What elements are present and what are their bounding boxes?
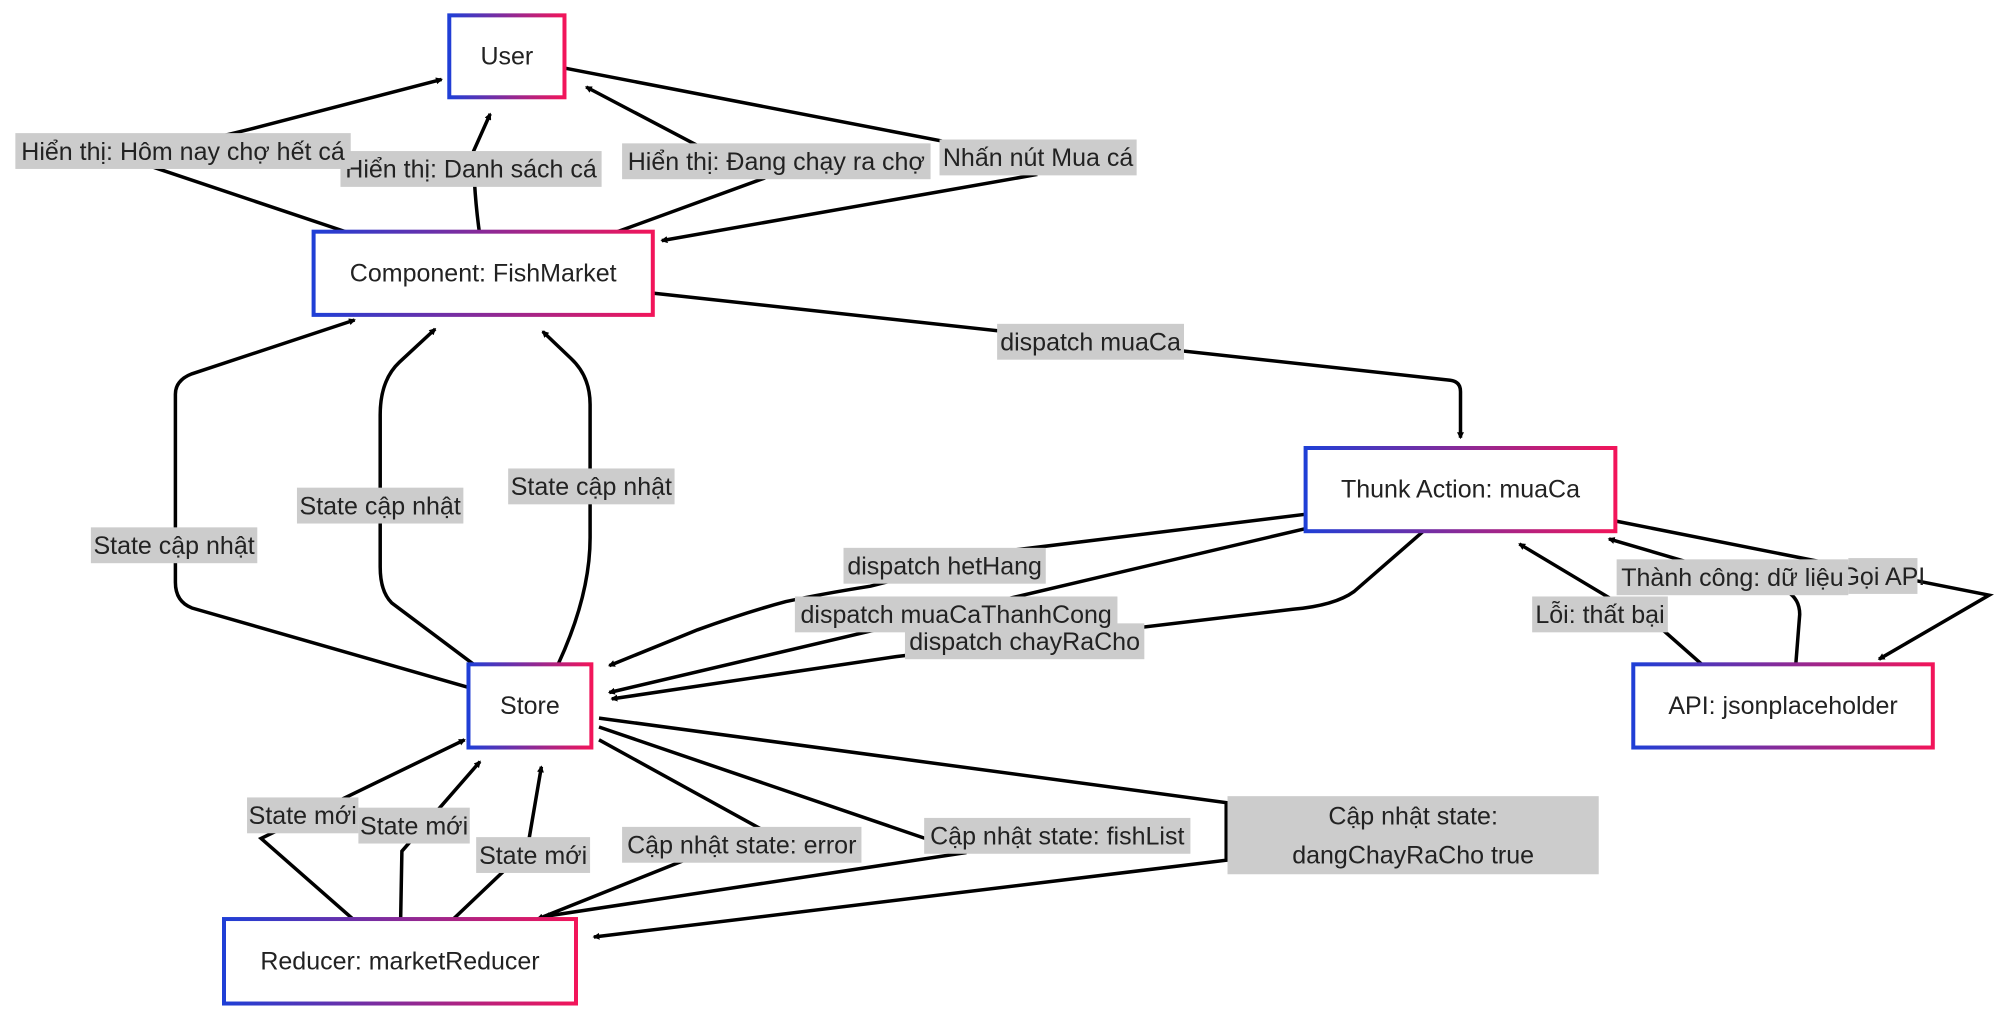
edge-label-background bbox=[939, 139, 1137, 176]
node-box-user bbox=[447, 13, 567, 100]
edge-label-text: State cập nhật bbox=[300, 492, 461, 520]
edge-store-to-reducer-11 bbox=[542, 725, 967, 920]
edge-label-background bbox=[296, 487, 464, 524]
edge-label-background bbox=[476, 837, 591, 873]
edge-store-to-component-6 bbox=[541, 330, 592, 666]
node-label-component: Component: FishMarket bbox=[350, 259, 617, 287]
edge-label-background bbox=[90, 527, 258, 564]
edge-label-text: Cập nhật state: error bbox=[627, 832, 856, 860]
edge-label-12: State mới bbox=[358, 807, 470, 844]
edge-label-14: Hiển thị: Danh sách cá bbox=[340, 151, 602, 187]
node-box-reducer bbox=[222, 917, 578, 1006]
node-box-api bbox=[1631, 662, 1935, 750]
edge-label-text: dispatch muaCa bbox=[1000, 329, 1181, 357]
edge-store-to-component-19 bbox=[173, 318, 469, 690]
edge-label-18: State mới bbox=[247, 797, 359, 834]
edge-label-background bbox=[508, 468, 675, 505]
edge-label-background bbox=[924, 817, 1191, 854]
edge-label-20: Hiển thị: Hôm nay chợ hết cá bbox=[15, 133, 351, 169]
edge-label-text: Hiển thị: Danh sách cá bbox=[345, 156, 597, 184]
edge-label-17: Cập nhật state: error bbox=[622, 826, 862, 863]
edge-label-background bbox=[622, 826, 862, 863]
edge-label-8: Gọi API bbox=[1840, 558, 1925, 594]
node-reducer: Reducer: marketReducer bbox=[222, 917, 578, 1006]
edge-label-background bbox=[247, 797, 359, 834]
edge-label-background bbox=[794, 596, 1118, 633]
edge-label-text: State cập nhật bbox=[93, 532, 254, 560]
edge-label-1: Nhấn nút Mua cá bbox=[939, 139, 1137, 176]
node-label-api: API: jsonplaceholder bbox=[1668, 692, 1897, 720]
edge-label-19: State cập nhật bbox=[90, 527, 258, 564]
edge-label-text: State mới bbox=[249, 802, 357, 830]
edge-store-to-reducer-4 bbox=[592, 716, 1228, 940]
edge-label-text: Hiển thị: Đang chạy ra chợ bbox=[628, 148, 925, 176]
edge-label-7: Hiển thị: Đang chạy ra chợ bbox=[622, 143, 931, 180]
node-label-thunk: Thunk Action: muaCa bbox=[1341, 476, 1580, 504]
edge-label-text: Cập nhật state: fishList bbox=[930, 823, 1184, 851]
edge-label-15: Lỗi: thất bại bbox=[1532, 596, 1668, 633]
edge-thunk-to-store-10 bbox=[610, 529, 1425, 702]
edge-label-background bbox=[997, 323, 1184, 360]
edge-label-13: State cập nhật bbox=[296, 487, 464, 524]
edge-thunk-to-store-16 bbox=[608, 511, 1314, 668]
node-thunk: Thunk Action: muaCa bbox=[1303, 446, 1618, 534]
edge-label-background bbox=[622, 143, 931, 180]
edge-label-16: dispatch hetHang bbox=[843, 547, 1046, 584]
edge-label-text: dispatch chayRaCho bbox=[909, 628, 1140, 656]
edge-label-text: dispatch hetHang bbox=[847, 553, 1042, 581]
edge-label-background bbox=[1227, 796, 1599, 875]
node-component: Component: FishMarket bbox=[311, 229, 655, 317]
node-box-component bbox=[311, 229, 655, 317]
node-box-store bbox=[466, 662, 594, 750]
edge-label-background bbox=[1532, 596, 1668, 633]
edge-label-6: State cập nhật bbox=[508, 468, 675, 505]
node-user: User bbox=[447, 13, 567, 100]
edge-labels: Nhấn nút Mua cá dispatch muaCa dispatch ch… bbox=[15, 133, 1925, 875]
edge-label-4: Cập nhật state:dangChayRaCho true bbox=[1227, 796, 1599, 875]
edge-label-10: dispatch muaCaThanhCong bbox=[794, 596, 1118, 633]
edge-label-background bbox=[340, 151, 602, 187]
edge-label-background bbox=[1848, 558, 1918, 594]
edge-label-text: Hiển thị: Hôm nay chợ hết cá bbox=[21, 138, 345, 166]
edge-label-text: Cập nhật state:dangChayRaCho true bbox=[1292, 802, 1534, 869]
node-label-reducer: Reducer: marketReducer bbox=[260, 947, 539, 975]
edge-label-9: Thành công: dữ liệu bbox=[1616, 559, 1849, 596]
edge-label-background bbox=[843, 547, 1046, 584]
edge-label-background bbox=[358, 807, 470, 844]
edge-label-text: Lỗi: thất bại bbox=[1535, 600, 1664, 629]
edge-label-text: State mới bbox=[360, 812, 468, 840]
edge-label-11: Cập nhật state: fishList bbox=[924, 817, 1191, 854]
node-label-user: User bbox=[480, 42, 533, 70]
edge-label-background bbox=[1616, 559, 1849, 596]
edge-reducer-to-store-18 bbox=[257, 738, 466, 923]
edge-component-to-thunk-2 bbox=[652, 291, 1464, 440]
edge-label-text: Thành công: dữ liệu bbox=[1621, 564, 1843, 592]
node-box-thunk bbox=[1303, 446, 1618, 534]
edge-label-5: State mới bbox=[476, 837, 591, 873]
edge-label-text: State cập nhật bbox=[511, 473, 672, 501]
edge-label-text: State mới bbox=[479, 842, 587, 870]
edge-reducer-to-store-12 bbox=[398, 760, 482, 922]
edge-label-background bbox=[15, 133, 351, 169]
edge-thunk-to-api-8 bbox=[1615, 519, 1994, 661]
edge-label-text: Nhấn nút Mua cá bbox=[943, 144, 1133, 172]
edge-label-text: Gọi API bbox=[1840, 563, 1925, 591]
edge-label-2: dispatch muaCa bbox=[997, 323, 1184, 360]
node-label-store: Store bbox=[500, 692, 560, 720]
node-store: Store bbox=[466, 662, 594, 750]
node-api: API: jsonplaceholder bbox=[1631, 662, 1935, 750]
edge-label-text: dispatch muaCaThanhCong bbox=[801, 601, 1112, 629]
